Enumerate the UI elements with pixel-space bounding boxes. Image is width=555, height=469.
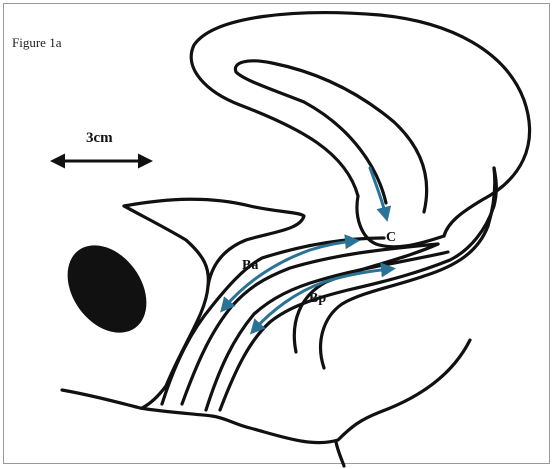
uterine-cavity-outline [235,61,426,212]
vagina-anterior-wall [182,244,438,404]
rectum-posterior-wall [321,168,495,368]
uterus-outer-outline [191,13,529,236]
gluteal-fold-outline [336,442,344,466]
scale-label: 3cm [86,130,113,147]
label-bp: Bp [309,291,326,307]
perineum-outline [62,340,470,443]
vagina-posterior-wall [206,252,448,410]
label-c: C [386,230,396,246]
label-ba: Ba [242,258,258,274]
pubic-bone-shape [51,230,162,348]
